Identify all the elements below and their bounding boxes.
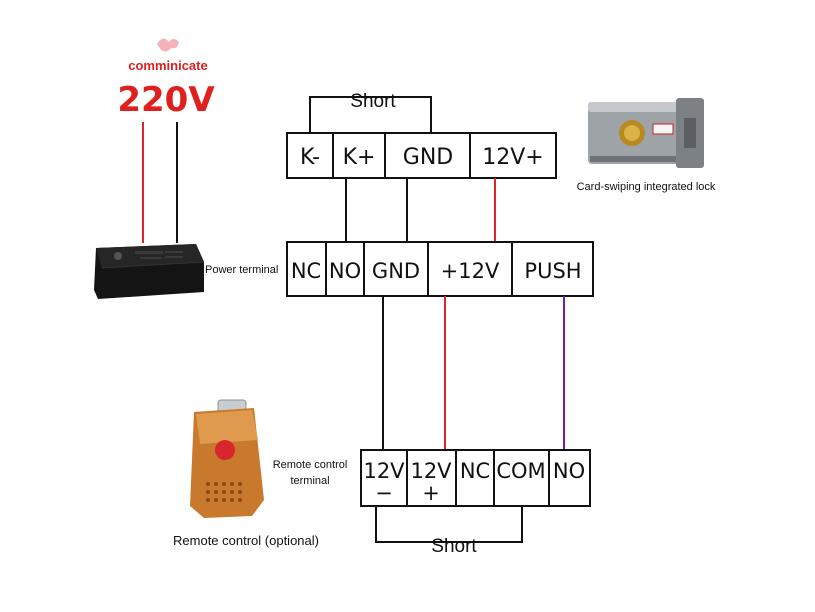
lock-short-label: Short (350, 91, 396, 112)
lock-label: Card-swiping integrated lock (577, 181, 716, 193)
lock-image (588, 98, 704, 168)
remote-terminal-block: 12V − 12V + NC COM NO (360, 449, 591, 507)
remote-terminal-label-line1: Remote control (273, 459, 348, 471)
lock-terminal-k-minus: K- (300, 145, 320, 170)
remote-terminal-no: NO (553, 459, 585, 483)
power-terminal-nc: NC (291, 259, 321, 283)
remote-device-label: Remote control (optional) (173, 533, 319, 548)
remote-terminal-12v-minus: 12V (363, 459, 405, 483)
remote-control-image (190, 399, 264, 518)
remote-terminal-12v-minus-sign: − (375, 481, 393, 505)
lock-terminal-12v: 12V+ (482, 145, 543, 170)
remote-terminal-label-line2: terminal (290, 475, 329, 487)
voltage-label: 220V (117, 80, 215, 120)
remote-terminal-12v-plus: 12V (410, 459, 452, 483)
power-source: comminicate 220V (117, 38, 215, 243)
power-terminal-no: NO (329, 259, 361, 283)
remote-terminal-12v-plus-sign: + (422, 481, 440, 505)
lock-terminal-gnd: GND (403, 145, 453, 170)
lock-short-link: Short (309, 91, 432, 133)
power-terminal-12v: +12V (441, 259, 500, 283)
remote-terminal-com: COM (496, 459, 545, 483)
lock-terminal-block: K- K+ GND 12V+ (286, 132, 557, 179)
power-terminal-label: Power terminal (205, 264, 278, 276)
remote-terminal-nc: NC (460, 459, 490, 483)
power-terminal-block: NC NO GND +12V PUSH (286, 241, 594, 297)
power-terminal-push: PUSH (524, 259, 581, 283)
remote-short-link: Short (375, 506, 523, 557)
remote-short-label: Short (431, 536, 477, 557)
power-terminal-gnd: GND (372, 259, 420, 283)
power-word: comminicate (128, 58, 207, 73)
power-plug-icon (157, 38, 179, 52)
power-supply-box (94, 244, 205, 299)
lock-terminal-k-plus: K+ (343, 145, 376, 170)
